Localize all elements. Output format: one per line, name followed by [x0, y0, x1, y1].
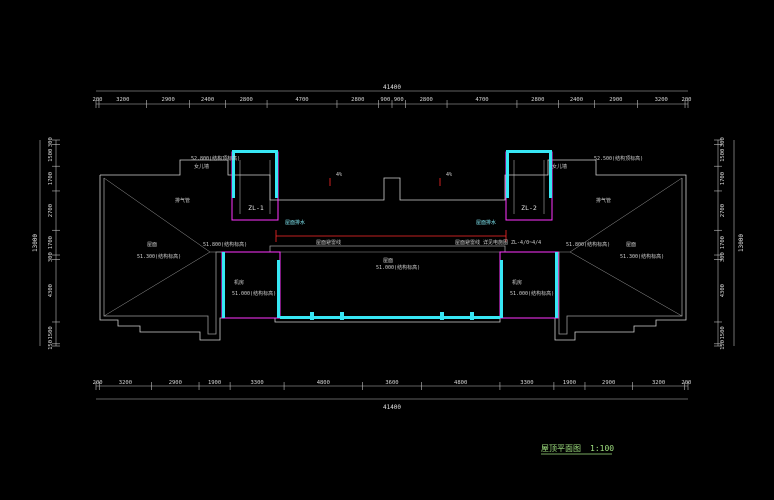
stair-left-label: ZL-1	[248, 204, 264, 212]
left_dims-segment-2: 1700	[48, 172, 54, 185]
center-room-label: 屋面	[383, 258, 393, 264]
bottom_dims-segment-10: 2900	[602, 380, 615, 386]
title-text: 屋顶平面图	[541, 444, 581, 453]
right_dims-segment-7: 1500	[720, 326, 726, 339]
roof-left-label: 屋面	[147, 242, 157, 248]
small-right-label: 女儿墙	[552, 163, 567, 170]
bottom-total-dim: 41400	[383, 404, 401, 411]
lightning-conductor	[275, 178, 507, 242]
top_dims-segment-12: 2400	[570, 97, 583, 103]
top_dims-segment-11: 2800	[531, 97, 544, 103]
building-outline	[99, 159, 687, 341]
right_dims-segment-6: 4300	[720, 284, 726, 297]
elev-left-room: 51.000(结构标高)	[232, 290, 276, 297]
stair-right-label: ZL-2	[521, 204, 537, 212]
top_dims-segment-13: 2900	[609, 97, 622, 103]
left_dims-segment-8: 150	[48, 340, 54, 350]
right_dims-segment-8: 150	[720, 340, 726, 350]
left_dims-segment-4: 1700	[48, 236, 54, 249]
top_dims-segment-4: 2800	[240, 97, 253, 103]
pipe-right-label: 排气管	[596, 197, 611, 204]
top_dims-segment-0: 200	[93, 97, 103, 103]
bottom_dims-segment-0: 200	[93, 380, 103, 386]
top-dimension-chain: 41400 200 3200 2900 2400 2800 4700 2800 900 900 2…	[93, 84, 692, 108]
bottom_dims-segment-8: 3300	[520, 380, 533, 386]
bottom_dims-segment-3: 1900	[208, 380, 221, 386]
bottom-dimension-chain: 41400 200 3200 2900 1900 3300 4800 3600 4800 330…	[93, 380, 692, 411]
stair-treads	[239, 160, 545, 214]
top_dims-segment-9: 2800	[420, 97, 433, 103]
elev-left-mid: 51.800(结构标高)	[203, 241, 247, 248]
wall-highlights	[222, 150, 558, 320]
title-scale: 1:100	[590, 444, 614, 453]
left-total-dim: 13000	[32, 234, 39, 252]
right_dims-segment-3: 2700	[720, 204, 726, 217]
elev-right-top: 52.500(结构顶标高)	[594, 155, 643, 162]
lightning-line-label: 屋面避雷线	[316, 239, 341, 246]
left_dims-segment-3: 2700	[48, 204, 54, 217]
drawing-title: 屋顶平面图 1:100	[541, 444, 614, 455]
bottom_dims-segment-1: 3200	[119, 380, 132, 386]
top_dims-segment-1: 3200	[116, 97, 129, 103]
bottom_dims-segment-6: 3600	[385, 380, 398, 386]
machine-room-left	[221, 251, 281, 319]
bottom_dims-segment-11: 3200	[652, 380, 665, 386]
top_dims-segment-7: 900	[380, 97, 390, 103]
right_dims-segment-4: 1700	[720, 236, 726, 249]
top_dims-segment-6: 2800	[351, 97, 364, 103]
top_dims-segment-14: 3200	[655, 97, 668, 103]
elev-left-roof: 51.300(结构标高)	[137, 253, 181, 260]
top_dims-segment-2: 2900	[162, 97, 175, 103]
left-room-name: 机房	[234, 279, 244, 286]
right_dims-segment-2: 1700	[720, 172, 726, 185]
left_dims-segment-7: 1500	[48, 326, 54, 339]
lightning-right-note: 屋面避雷线 详见电施图 ZL-4/0~4/4	[455, 239, 541, 246]
bottom_dims-segment-4: 3300	[250, 380, 263, 386]
elev-right-roof: 51.300(结构标高)	[620, 253, 664, 260]
top-total-dim: 41400	[383, 84, 401, 91]
elev-right-mid: 51.800(结构标高)	[566, 241, 610, 248]
top_dims-segment-8: 900	[394, 97, 404, 103]
left_dims-segment-5: 300	[48, 252, 54, 262]
note-right-label: 屋面排水	[476, 219, 496, 226]
bottom_dims-segment-5: 4800	[317, 380, 330, 386]
top_dims-segment-5: 4700	[295, 97, 308, 103]
small-left-label: 女儿墙	[194, 163, 209, 170]
bottom_dims-segment-7: 4800	[454, 380, 467, 386]
elev-left-top: 52.800(结构顶标高)	[191, 155, 240, 162]
left_dims-segment-1: 1500	[48, 149, 54, 162]
top_dims-segment-10: 4700	[475, 97, 488, 103]
right_dims-segment-0: 300	[720, 137, 726, 147]
right-total-dim: 13000	[738, 234, 745, 252]
slope-mark-a: 4%	[336, 172, 342, 178]
inner-wall	[103, 178, 683, 335]
bottom_dims-segment-2: 2900	[169, 380, 182, 386]
outer-wall	[99, 159, 687, 341]
bottom_dims-segment-9: 1900	[563, 380, 576, 386]
left_dims-segment-6: 4300	[48, 284, 54, 297]
top_dims-segment-3: 2400	[201, 97, 214, 103]
right_dims-segment-1: 1500	[720, 149, 726, 162]
right_dims-segment-5: 300	[720, 252, 726, 262]
note-left-label: 屋面排水	[285, 219, 305, 226]
bottom_dims-segment-12: 200	[681, 380, 691, 386]
roof-right-label: 屋面	[626, 242, 636, 248]
left_dims-segment-0: 300	[48, 137, 54, 147]
elev-center: 51.000(结构标高)	[376, 264, 420, 271]
right-room-name: 机房	[512, 279, 522, 286]
top_dims-segment-15: 200	[682, 97, 692, 103]
slope-mark-b: 4%	[446, 172, 452, 178]
machine-room-right	[499, 251, 559, 319]
drawing-labels: 52.800(结构顶标高) 52.500(结构顶标高) 51.800(结构标高)…	[137, 155, 664, 297]
pipe-left-label: 排气管	[175, 197, 190, 204]
elev-right-room: 51.000(结构标高)	[510, 290, 554, 297]
